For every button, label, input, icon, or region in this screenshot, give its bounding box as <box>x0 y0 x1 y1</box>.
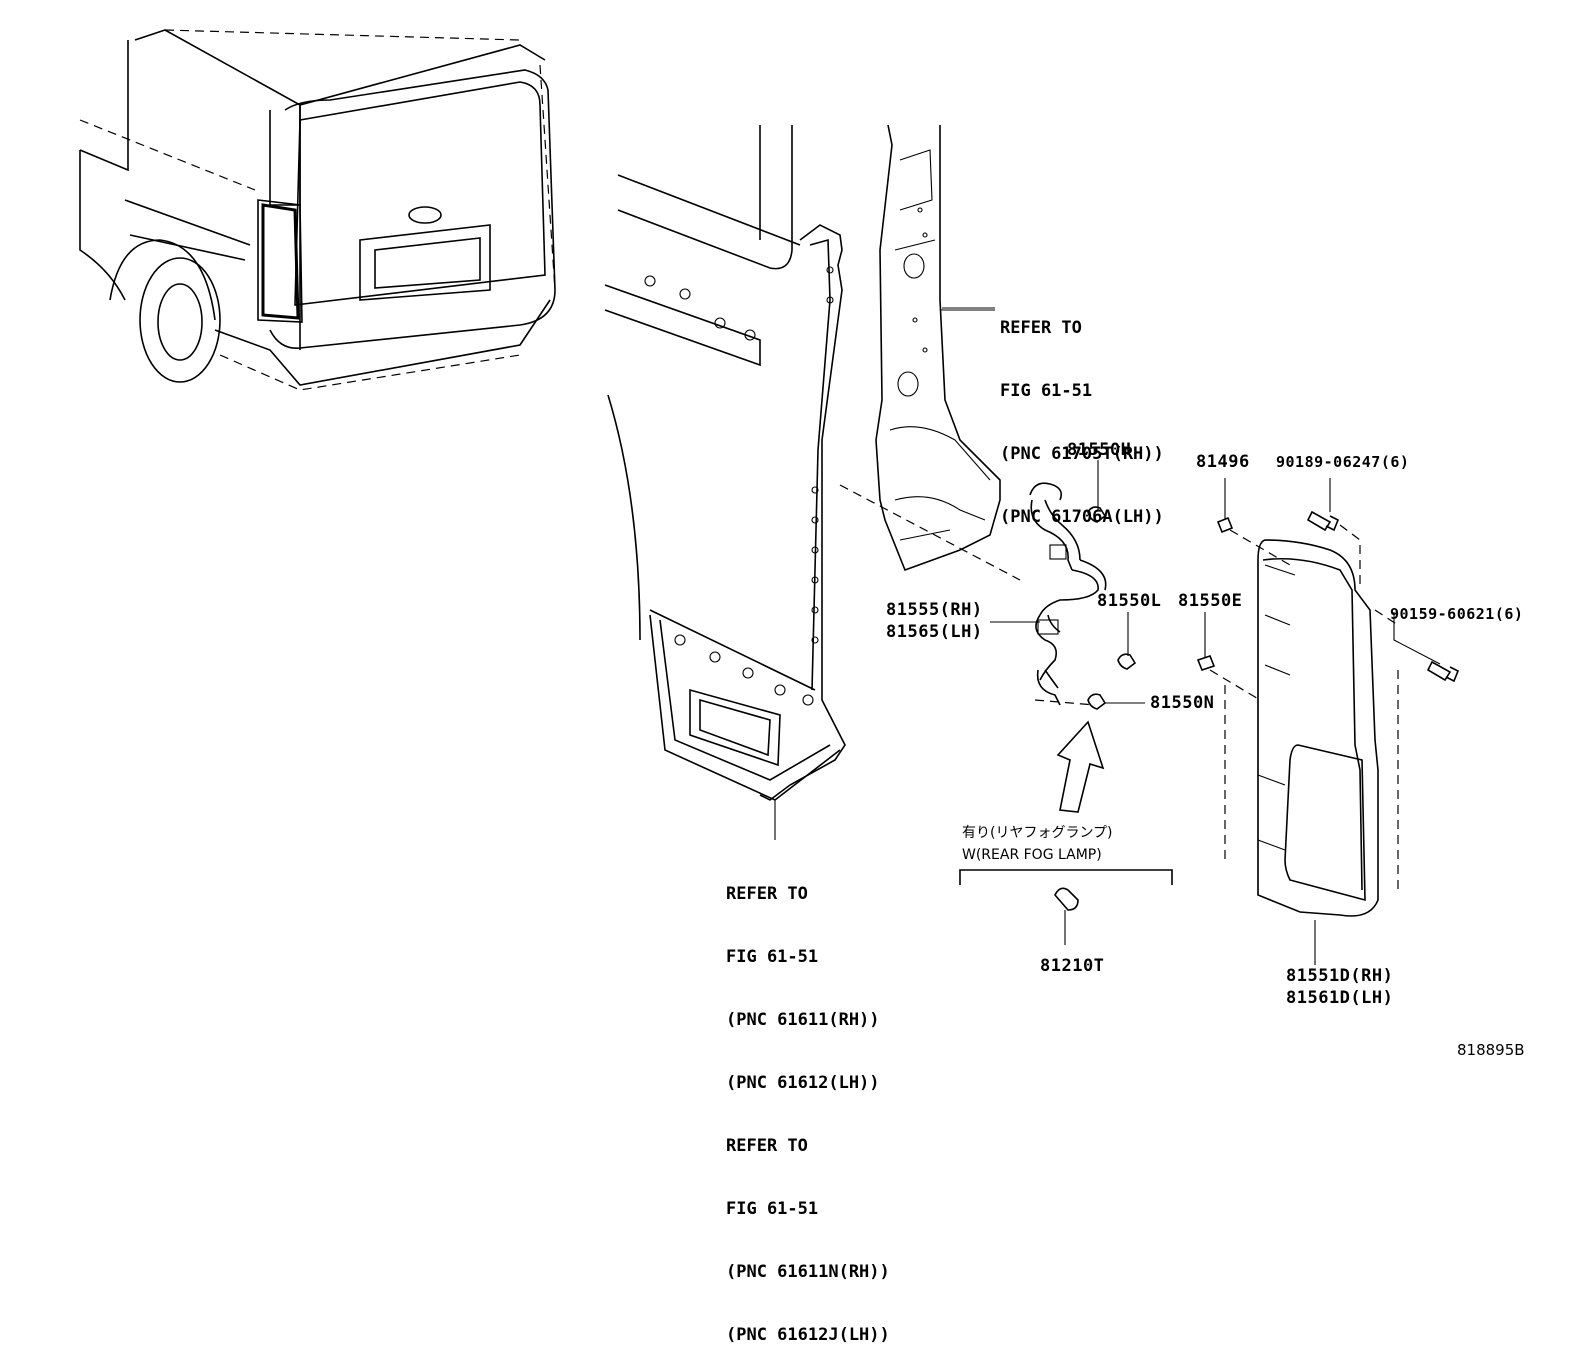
part-label-81561D[interactable]: 81561D(LH) <box>1286 988 1394 1008</box>
reference-note-line: (PNC 61706A(LH)) <box>1000 507 1164 527</box>
leader-lines <box>942 307 1441 965</box>
part-label-81565[interactable]: 81565(LH) <box>886 622 983 642</box>
clip-81496-illustration <box>1216 516 1234 534</box>
reference-note-line: FIG 61-51 <box>726 947 819 967</box>
reference-note-line: (PNC 61611(RH)) <box>726 1010 880 1030</box>
vehicle-overview-illustration <box>79 29 556 391</box>
reference-note-line: FIG 61-51 <box>726 1199 819 1219</box>
reference-note-upper: REFER TO FIG 61-51 (PNC 61705T(RH)) (PNC… <box>1000 276 1164 549</box>
part-label-81550H[interactable]: 81550H <box>1067 440 1132 460</box>
fog-lamp-note-jp: 有り(リヤフォグランプ) <box>962 825 1113 841</box>
assembly-dashed-lines <box>839 484 1399 890</box>
wire-harness-illustration <box>1029 482 1137 813</box>
reference-note-line: (PNC 61611N(RH)) <box>726 1262 890 1282</box>
screw-90189-illustration <box>1306 510 1340 532</box>
reference-note-line: FIG 61-51 <box>1000 381 1093 401</box>
reference-note-line: REFER TO <box>726 884 808 904</box>
reference-note-line: REFER TO <box>1000 318 1082 338</box>
part-label-81550L[interactable]: 81550L <box>1097 591 1162 611</box>
reference-note-line: (PNC 61705T(RH)) <box>1000 444 1164 464</box>
part-label-81550E[interactable]: 81550E <box>1178 591 1243 611</box>
reference-note-lower: REFER TO FIG 61-51 (PNC 61611(RH)) (PNC … <box>726 842 890 1367</box>
quarter-panel-illustration <box>604 125 846 840</box>
part-label-81551D[interactable]: 81551D(RH) <box>1286 966 1394 986</box>
reference-note-line: (PNC 61612J(LH)) <box>726 1325 890 1345</box>
part-label-81555[interactable]: 81555(RH) <box>886 600 983 620</box>
fog-lamp-note-en: W(REAR FOG LAMP) <box>962 847 1102 863</box>
screw-90159-illustration <box>1426 660 1460 683</box>
part-label-81210T[interactable]: 81210T <box>1040 956 1105 976</box>
reference-note-line: REFER TO <box>726 1136 808 1156</box>
pillar-reinforcement-illustration <box>875 124 1001 572</box>
rear-combination-lamp-illustration <box>1257 539 1379 917</box>
part-label-81550N[interactable]: 81550N <box>1150 693 1215 713</box>
part-label-90159-60621[interactable]: 90159-60621(6) <box>1390 605 1524 623</box>
parts-diagram <box>79 29 1460 965</box>
fog-lamp-socket-illustration <box>959 869 1173 911</box>
part-label-81496[interactable]: 81496 <box>1196 452 1250 472</box>
reference-note-line: (PNC 61612(LH)) <box>726 1073 880 1093</box>
figure-id: 818895B <box>1457 1041 1525 1059</box>
part-label-90189-06247[interactable]: 90189-06247(6) <box>1276 453 1410 471</box>
clip-81550E-illustration <box>1196 655 1216 671</box>
